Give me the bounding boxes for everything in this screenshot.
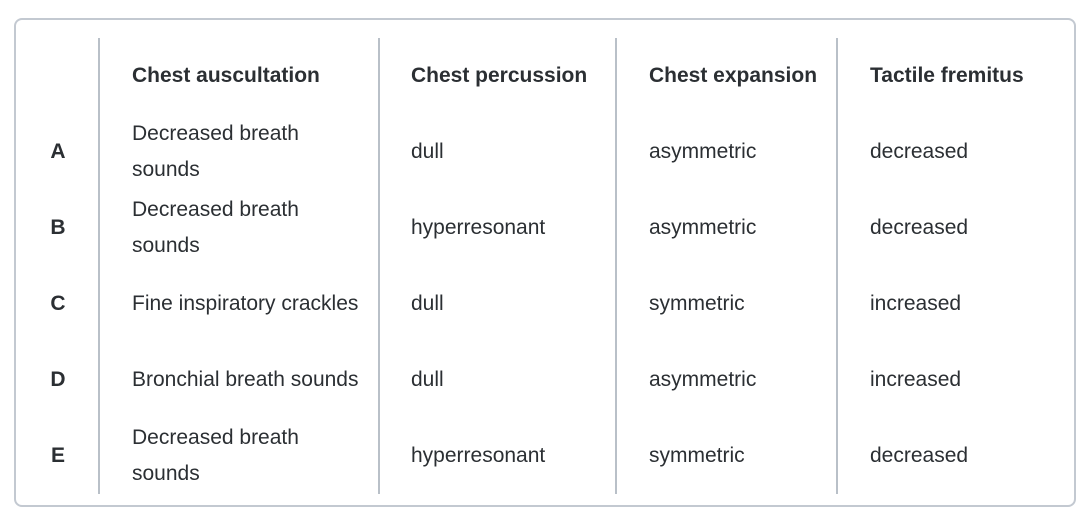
cell-expansion: asymmetric <box>649 216 757 239</box>
cell-expansion: symmetric <box>649 444 745 467</box>
header-cell-auscultation: Chest auscultation <box>132 64 320 87</box>
comparison-table: Chest auscultation Chest percussion Ches… <box>16 38 1076 494</box>
column-divider <box>378 38 380 494</box>
header-cell-percussion: Chest percussion <box>411 64 588 87</box>
cell-auscultation: Decreased breath sounds <box>132 426 299 485</box>
row-label: D <box>50 368 66 391</box>
cell-fremitus: decreased <box>870 444 969 467</box>
header-cell-fremitus: Tactile fremitus <box>870 64 1024 87</box>
row-label: C <box>50 292 66 315</box>
cell-fremitus: decreased <box>870 216 969 239</box>
header-cell-expansion: Chest expansion <box>649 64 818 87</box>
cell-fremitus: decreased <box>870 140 969 163</box>
table-row: D Bronchial breath sounds dull asymmetri… <box>16 342 1076 418</box>
cell-percussion: dull <box>411 292 444 315</box>
cell-expansion: symmetric <box>649 292 745 315</box>
table-card: Chest auscultation Chest percussion Ches… <box>14 18 1076 507</box>
header-cell-label <box>16 38 100 114</box>
cell-auscultation: Decreased breath sounds <box>132 198 299 257</box>
column-divider <box>615 38 617 494</box>
cell-percussion: hyperresonant <box>411 444 546 467</box>
row-label: A <box>50 140 66 163</box>
table-row: B Decreased breath sounds hyperresonant … <box>16 190 1076 266</box>
cell-auscultation: Fine inspiratory crackles <box>132 292 359 315</box>
cell-auscultation: Decreased breath sounds <box>132 122 299 181</box>
cell-percussion: hyperresonant <box>411 216 546 239</box>
column-divider <box>836 38 838 494</box>
cell-auscultation: Bronchial breath sounds <box>132 368 359 391</box>
table-row: E Decreased breath sounds hyperresonant … <box>16 418 1076 494</box>
cell-expansion: asymmetric <box>649 140 757 163</box>
table-row: A Decreased breath sounds dull asymmetri… <box>16 114 1076 190</box>
row-label: B <box>50 216 66 239</box>
table-header-row: Chest auscultation Chest percussion Ches… <box>16 38 1076 114</box>
cell-fremitus: increased <box>870 292 962 315</box>
column-divider <box>98 38 100 494</box>
table-row: C Fine inspiratory crackles dull symmetr… <box>16 266 1076 342</box>
cell-fremitus: increased <box>870 368 962 391</box>
cell-percussion: dull <box>411 140 444 163</box>
cell-percussion: dull <box>411 368 444 391</box>
row-label: E <box>50 444 65 467</box>
cell-expansion: asymmetric <box>649 368 757 391</box>
